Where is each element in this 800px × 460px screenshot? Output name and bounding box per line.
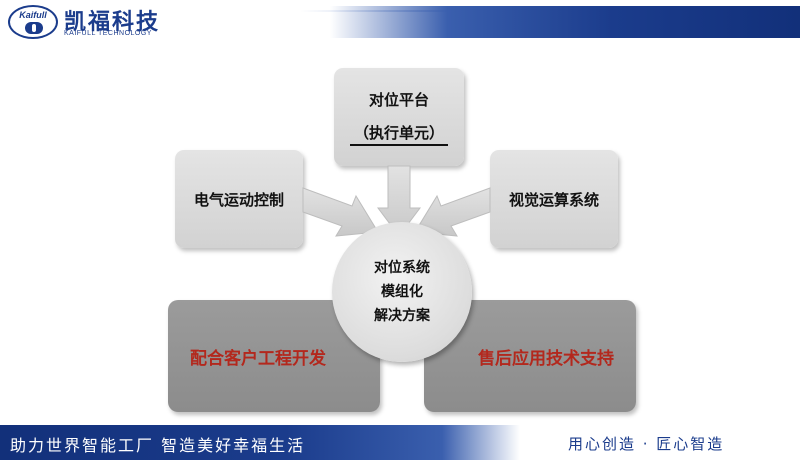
solution-line-3: 解决方案: [374, 308, 430, 324]
brand-subtitle: KAIFULL TECHNOLOGY: [64, 30, 152, 37]
after-sales-support-label: 售后应用技术支持: [478, 348, 614, 369]
header-blue-stripe: [330, 6, 800, 38]
logo-mark-icon: [25, 22, 43, 34]
alignment-platform-box: 对位平台 （执行单元）: [334, 68, 464, 166]
footer-banner: 助力世界智能工厂 智造美好幸福生活: [0, 425, 520, 460]
customer-engineering-label: 配合客户工程开发: [190, 348, 326, 369]
brand-name: 凯福科技: [64, 10, 161, 35]
logo-text: Kaifull: [19, 10, 47, 20]
header: Kaifull 凯福科技 KAIFULL TECHNOLOGY: [0, 0, 800, 44]
footer-slogan-left: 助力世界智能工厂 智造美好幸福生活: [10, 436, 306, 455]
motion-control-label: 电气运动控制: [193, 190, 284, 209]
solution-circle: 对位系统 模组化 解决方案: [332, 222, 472, 362]
arrow-left-in: [302, 187, 379, 237]
solution-line-2: 模组化: [381, 284, 423, 300]
alignment-platform-subtitle: （执行单元）: [349, 122, 448, 146]
company-logo-icon: Kaifull: [8, 5, 58, 39]
vision-system-label: 视觉运算系统: [508, 190, 599, 209]
alignment-platform-title: 对位平台: [368, 90, 429, 109]
motion-control-box: 电气运动控制: [175, 150, 303, 248]
footer: 助力世界智能工厂 智造美好幸福生活 用心创造 · 匠心智造: [0, 425, 800, 460]
vision-system-box: 视觉运算系统: [490, 150, 618, 248]
solution-line-1: 对位系统: [374, 260, 430, 276]
footer-slogan-right: 用心创造 · 匠心智造: [568, 435, 725, 453]
